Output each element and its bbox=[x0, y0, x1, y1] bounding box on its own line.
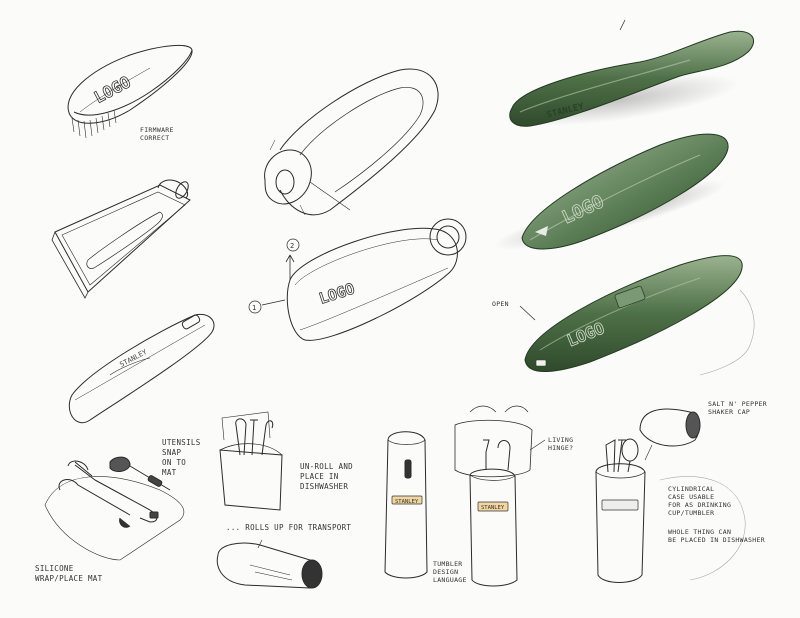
rolls-up-note: ... ROLLS UP FOR TRANSPORT bbox=[226, 523, 352, 532]
cup-with-cap-sketch bbox=[595, 408, 746, 583]
green-open-case bbox=[519, 255, 755, 376]
marker-2: 2 bbox=[290, 242, 294, 250]
green-spoon-case bbox=[501, 19, 754, 127]
ring-case-sketch bbox=[248, 218, 467, 341]
open-note: OPEN bbox=[492, 300, 509, 308]
clip-case-sketch bbox=[264, 68, 439, 216]
flat-case-sketch bbox=[51, 179, 191, 299]
unroll-note: UN-ROLL AND PLACE IN DISHWASHER bbox=[300, 462, 353, 491]
tumbler-sketch bbox=[384, 431, 428, 579]
utensils-snap-note: UTENSILS SNAP ON TO MAT bbox=[162, 438, 201, 477]
whole-thing-note: WHOLE THING CAN BE PLACED IN DISHWASHER bbox=[668, 528, 765, 544]
stanley-mark-1: STANLEY bbox=[118, 348, 148, 369]
green-pod-case bbox=[494, 133, 729, 250]
cup-with-utensils-sketch bbox=[219, 411, 283, 511]
stanley-mark-3: STANLEY bbox=[395, 499, 419, 505]
open-tumbler-sketch bbox=[454, 405, 546, 587]
long-case-sketch bbox=[68, 313, 215, 423]
rolled-mat-sketch bbox=[216, 539, 323, 589]
brush-note: FIRMWARE CORRECT bbox=[140, 126, 174, 142]
silicone-note: SILICONE WRAP/PLACE MAT bbox=[35, 564, 103, 583]
brush-sketch bbox=[67, 45, 193, 139]
marker-1: 1 bbox=[252, 304, 256, 312]
logo-mark-2: LOGO bbox=[317, 280, 357, 308]
tumbler-note: TUMBLER DESIGN LANGUAGE bbox=[433, 560, 467, 584]
cylindrical-note: CYLINDRICAL CASE USABLE FOR AS DRINKING … bbox=[668, 485, 732, 517]
utensil-mat-sketch bbox=[44, 456, 185, 561]
salt-pepper-note: SALT N' PEPPER SHAKER CAP bbox=[708, 400, 767, 416]
stanley-mark-4: STANLEY bbox=[481, 505, 505, 511]
living-hinge-note: LIVING HINGE? bbox=[548, 436, 574, 452]
logo-mark-1: LOGO bbox=[91, 72, 134, 107]
